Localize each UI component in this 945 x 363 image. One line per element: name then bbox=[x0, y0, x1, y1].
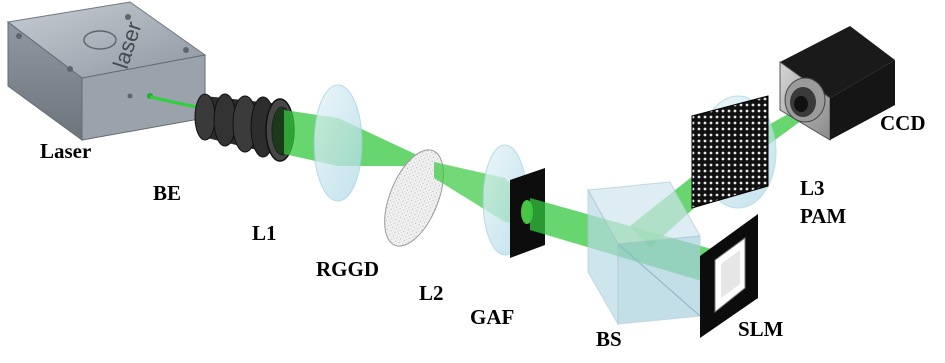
label-l2: L2 bbox=[419, 281, 444, 305]
lens-l1 bbox=[313, 84, 363, 202]
beam-splitter-cube bbox=[587, 181, 701, 326]
label-pam: PAM bbox=[800, 204, 846, 228]
laser-logo-icon bbox=[83, 30, 117, 50]
label-rggd: RGGD bbox=[316, 257, 379, 281]
label-laser: Laser bbox=[40, 139, 91, 163]
spatial-light-modulator bbox=[700, 214, 758, 338]
laser-source: laser bbox=[6, 1, 207, 141]
beam-expander bbox=[194, 93, 295, 162]
label-be: BE bbox=[153, 181, 181, 205]
ccd-camera bbox=[779, 26, 895, 141]
label-bs: BS bbox=[596, 327, 622, 351]
label-l1: L1 bbox=[252, 221, 277, 245]
rotating-ground-glass-disk bbox=[384, 149, 444, 247]
label-gaf: GAF bbox=[470, 305, 514, 329]
pinhole-array-mask bbox=[691, 95, 769, 209]
label-l3: L3 bbox=[800, 176, 825, 200]
label-slm: SLM bbox=[738, 317, 784, 341]
label-ccd: CCD bbox=[880, 111, 926, 135]
